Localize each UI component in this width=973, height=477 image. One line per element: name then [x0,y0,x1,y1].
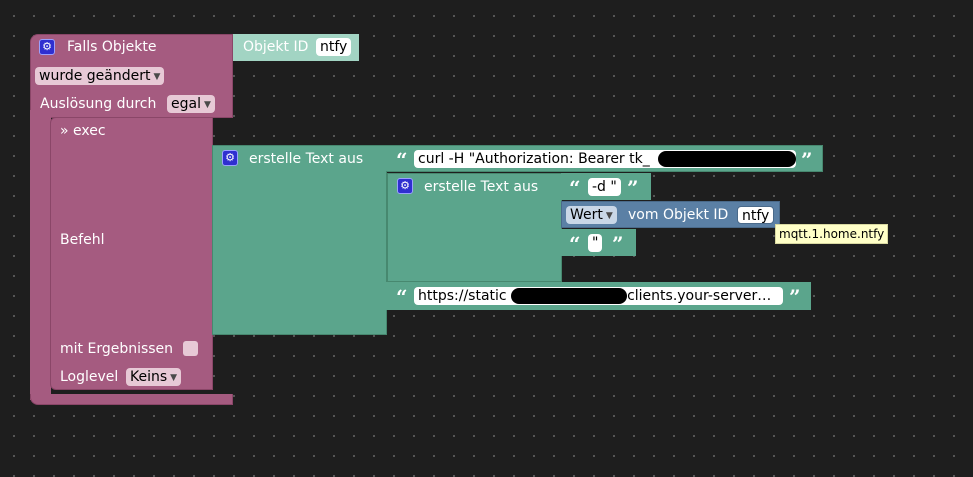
chevron-down-icon: ▼ [170,373,178,383]
url-string-field[interactable]: https://static .clients.your-server… [414,287,783,305]
value-dropdown-label: Wert [570,207,603,223]
loglevel-dropdown[interactable]: Keins▼ [126,368,182,386]
trigger-block-bottom [30,394,233,405]
quote-open-icon: “ [569,176,581,200]
chevron-down-icon: ▼ [203,100,211,110]
value-dropdown[interactable]: Wert▼ [566,206,617,224]
trigger-title: Falls Objekte [67,39,157,55]
quote-string-field[interactable]: " [588,234,603,252]
d-flag-string-field[interactable]: -d " [588,178,621,196]
value-middle-label: vom Objekt ID [628,207,729,223]
chevron-down-icon: ▼ [153,72,161,82]
quote-close-icon: ” [627,176,639,200]
redacted-token [658,151,796,167]
object-id-field[interactable]: ntfy [316,38,352,56]
text-join-inner-label: erstelle Text aus [424,179,539,195]
results-checkbox[interactable] [183,341,198,356]
exec-title: » exec [60,123,106,139]
trigger-dropdown-label: egal [171,96,201,112]
redacted-host [511,288,627,304]
loglevel-label: Loglevel [60,369,119,385]
url-suffix: .clients.your-server… [622,288,772,304]
url-prefix: https://static [418,288,507,304]
command-label: Befehl [60,232,105,248]
quote-close-icon: ” [612,232,624,256]
quote-close-icon: ” [801,148,813,172]
text-join-outer[interactable] [212,145,387,335]
gear-icon[interactable]: ⚙ [222,150,238,166]
event-dropdown[interactable]: wurde geändert▼ [35,67,165,85]
gear-icon[interactable]: ⚙ [39,39,55,55]
results-label: mit Ergebnissen [60,341,174,357]
quote-close-icon: ” [789,285,801,309]
object-id-tooltip: mqtt.1.home.ntfy [775,224,889,244]
loglevel-dropdown-label: Keins [130,369,168,385]
event-dropdown-label: wurde geändert [39,68,151,84]
chevron-down-icon: ▼ [605,211,613,221]
quote-open-icon: “ [569,232,581,256]
object-id-label: Objekt ID [243,39,309,55]
quote-open-icon: “ [396,148,408,172]
trigger-dropdown[interactable]: egal▼ [167,95,215,113]
trigger-label: Auslösung durch [40,96,157,112]
trigger-block-spine [30,110,51,400]
value-object-field[interactable]: ntfy [737,206,775,224]
gear-icon[interactable]: ⚙ [397,178,413,194]
quote-open-icon: “ [396,285,408,309]
text-join-outer-label: erstelle Text aus [249,151,364,167]
